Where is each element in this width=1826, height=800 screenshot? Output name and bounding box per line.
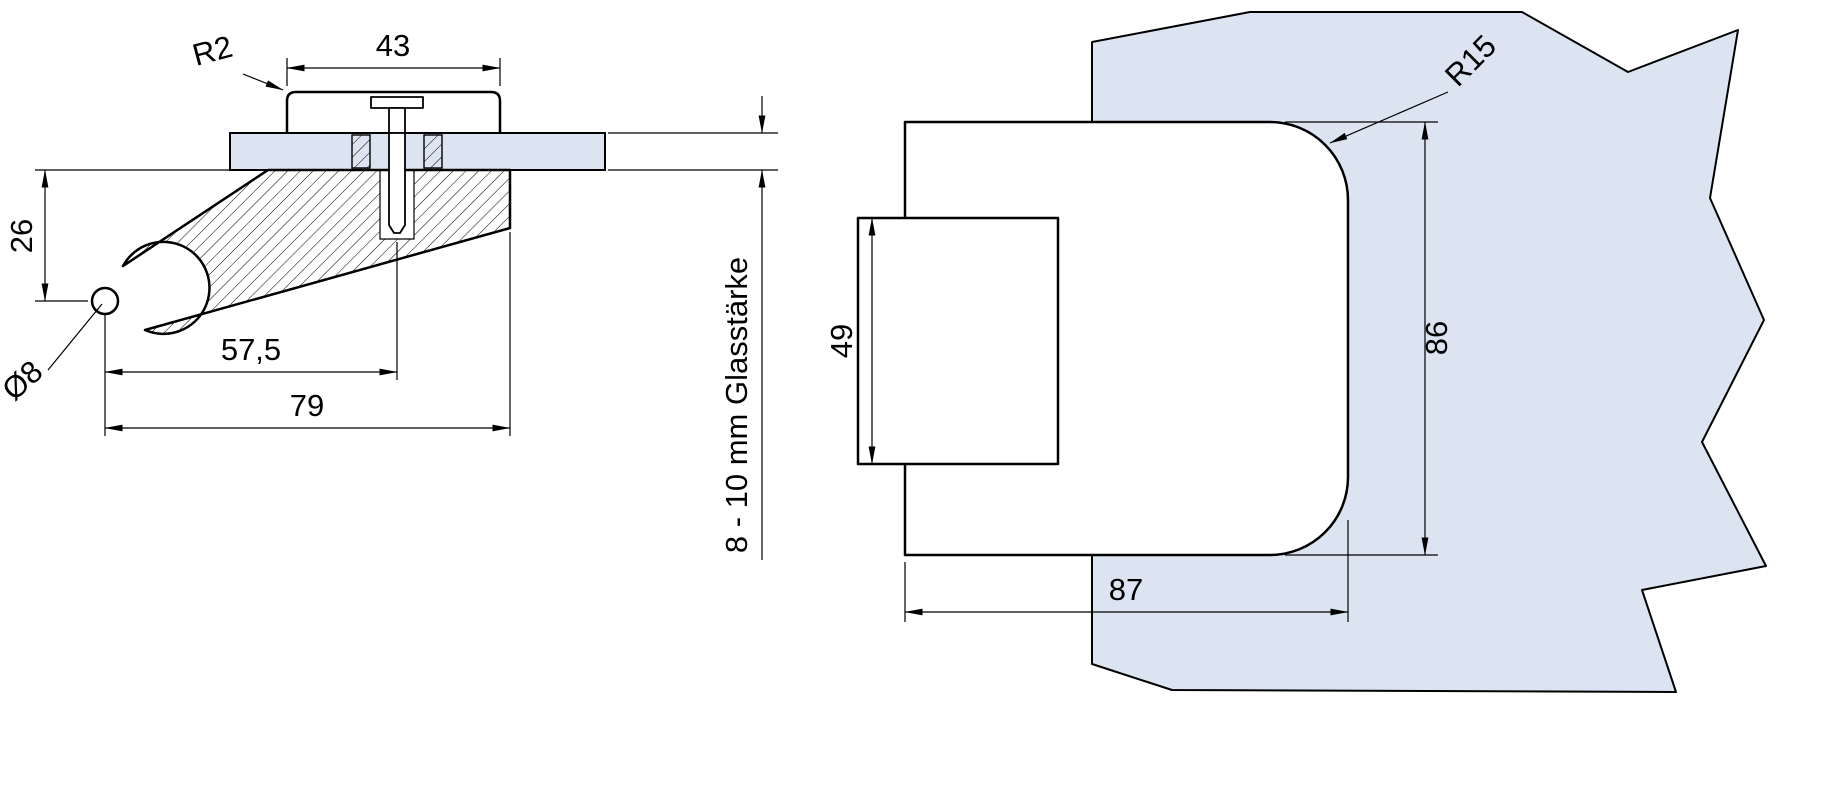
screw-head-flange [370,96,424,109]
screw-shaft [388,132,406,234]
front-view: R15 49 86 87 [824,11,1767,693]
dim-arm-length: 79 [104,232,511,436]
dim-label-plate-height: 86 [1419,321,1454,355]
dim-label-cap-width: 43 [376,28,410,63]
dim-label-glass-thickness: 8 - 10 mm Glasstärke [719,257,754,553]
side-section-view: R2 43 26 Ø8 57,5 [0,28,778,560]
dim-label-pivot-hole-diameter: Ø8 [0,354,49,408]
leader-line [1329,91,1449,144]
glass-panel-section [229,132,606,171]
dim-label-plate-width: 87 [1109,572,1143,607]
glass-bushing-right [423,134,443,169]
dim-label-knuckle-height: 49 [824,324,859,358]
dim-cap-corner-radius: R2 [189,29,284,91]
dim-screw-axis-offset: 57,5 [104,242,398,436]
dim-label-arm-length: 79 [290,388,324,423]
dim-plate-width: 87 [904,520,1349,622]
dim-label-screw-axis-offset: 57,5 [221,332,281,367]
clamp-cap [285,90,502,133]
hinge-knuckle [856,216,1060,466]
dim-plate-height: 86 [1285,121,1454,556]
dim-pivot-hole-diameter: Ø8 [0,303,103,408]
leader-line [47,303,103,371]
dim-cap-width: 43 [286,28,501,86]
hinge-arm-section [121,168,512,336]
dim-knuckle-height: 49 [824,217,876,465]
glass-bushing-left [351,134,371,169]
dim-glass-thickness: 8 - 10 mm Glasstärke [608,96,778,560]
pivot-hole [90,286,120,316]
screw-head-stem [388,107,406,134]
leader-line [242,73,284,91]
screw-channel-wall [379,171,415,240]
dim-pivot-height: 26 [4,169,262,302]
dim-label-pivot-height: 26 [4,219,39,253]
dim-label-cap-corner-radius: R2 [189,29,236,73]
